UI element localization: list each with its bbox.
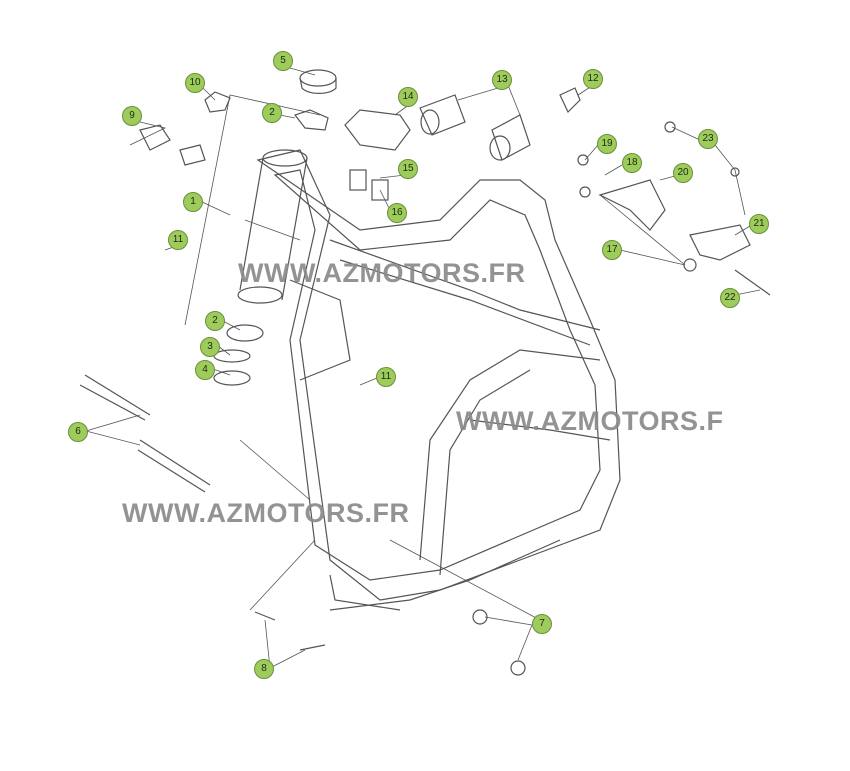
callout-3[interactable]: 3	[200, 337, 220, 357]
callout-22[interactable]: 22	[720, 288, 740, 308]
callout-6[interactable]: 6	[68, 422, 88, 442]
callout-18[interactable]: 18	[622, 153, 642, 173]
callout-20[interactable]: 20	[673, 163, 693, 183]
callout-12[interactable]: 12	[583, 69, 603, 89]
callout-9[interactable]: 9	[122, 106, 142, 126]
callout-5[interactable]: 5	[273, 51, 293, 71]
watermark: WWW.AZMOTORS.FR	[122, 498, 410, 528]
callout-11[interactable]: 11	[168, 230, 188, 250]
callout-21[interactable]: 21	[749, 214, 769, 234]
callout-10[interactable]: 10	[185, 73, 205, 93]
callout-13[interactable]: 13	[492, 70, 512, 90]
callout-4[interactable]: 4	[195, 360, 215, 380]
watermark: WWW.AZMOTORS.FR	[238, 258, 526, 288]
callout-1[interactable]: 1	[183, 192, 203, 212]
callout-2[interactable]: 2	[205, 311, 225, 331]
callout-16[interactable]: 16	[387, 203, 407, 223]
leader-lines	[85, 67, 761, 669]
steering-head	[237, 149, 308, 304]
small-parts	[79, 69, 771, 676]
callout-7[interactable]: 7	[532, 614, 552, 634]
watermark: WWW.AZMOTORS.F	[456, 406, 724, 436]
callout-17[interactable]: 17	[602, 240, 622, 260]
callout-2[interactable]: 2	[262, 103, 282, 123]
callout-15[interactable]: 15	[398, 159, 418, 179]
frame	[256, 149, 621, 611]
callout-14[interactable]: 14	[398, 87, 418, 107]
callout-8[interactable]: 8	[254, 659, 274, 679]
callout-19[interactable]: 19	[597, 134, 617, 154]
callout-23[interactable]: 23	[698, 129, 718, 149]
callout-11[interactable]: 11	[376, 367, 396, 387]
